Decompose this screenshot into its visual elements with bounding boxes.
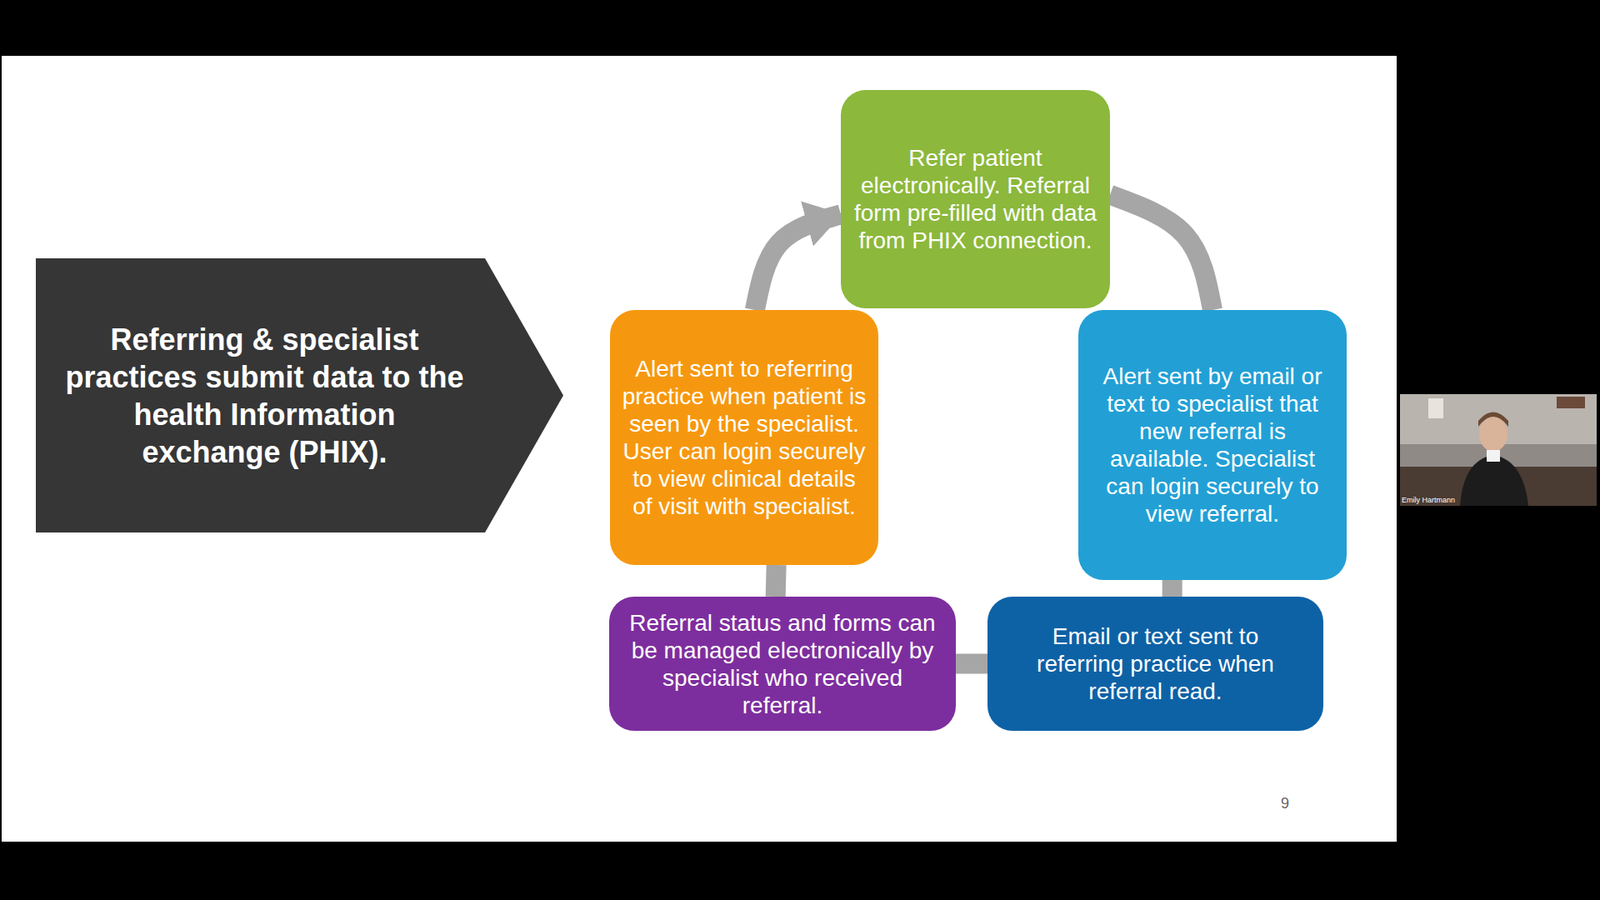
process-box: Alert sent to referring practice when pa… — [610, 310, 879, 565]
webcam-person-body — [1460, 455, 1529, 506]
process-box: Alert sent by email or text to specialis… — [1078, 310, 1347, 580]
process-box: Email or text sent to referring practice… — [987, 596, 1324, 731]
cycle-arrow — [955, 654, 988, 675]
node-text: Refer patient electronically. Referral f… — [854, 144, 1097, 255]
process-box: Referral status and forms can be managed… — [609, 596, 956, 731]
webcam-person-head — [1479, 416, 1508, 452]
wall-picture — [1556, 396, 1585, 409]
webcam-person-hair — [1478, 412, 1509, 428]
webcam-person-collar — [1486, 450, 1500, 462]
cycle-arrow — [765, 565, 787, 597]
node-text: Alert sent to referring practice when pa… — [621, 355, 867, 520]
slide — [1, 55, 1397, 842]
page-number: 9 — [1280, 795, 1290, 813]
chevron-shape — [35, 258, 564, 533]
cycle-arrow — [1110, 195, 1213, 310]
cycle-arrow — [755, 214, 841, 310]
webcam-frame — [1400, 394, 1597, 506]
chevron-fill — [35, 258, 564, 533]
chevron-box: Referring & specialist practices submit … — [35, 258, 564, 533]
node-text: Alert sent by email or text to specialis… — [1090, 362, 1335, 528]
node-text: Referral status and forms can be managed… — [624, 609, 941, 720]
webcam-thumbnail — [1400, 394, 1597, 506]
node-text: Email or text sent to referring practice… — [1005, 622, 1305, 705]
process-box: Refer patient electronically. Referral f… — [840, 90, 1110, 309]
wall-picture — [1428, 398, 1444, 419]
cycle-arrow — [1162, 580, 1183, 597]
node-text: Referring & specialist practices submit … — [64, 320, 465, 471]
participant-name: Emily Hartmann — [1401, 495, 1455, 505]
